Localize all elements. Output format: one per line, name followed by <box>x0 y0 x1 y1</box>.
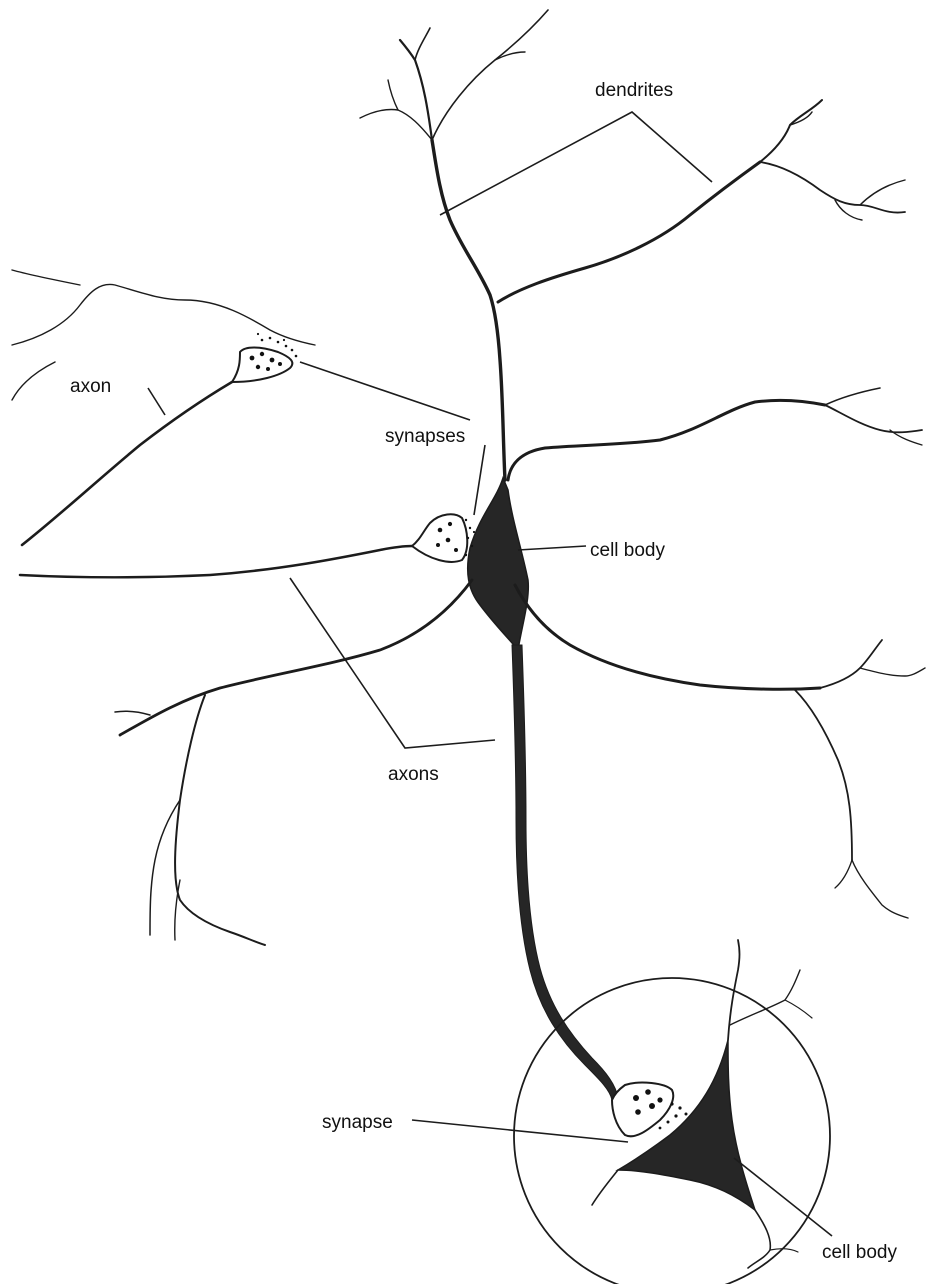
inset-magnified-synapse <box>514 940 830 1284</box>
dendrite-branch <box>860 180 905 205</box>
dendrite-branch <box>175 695 265 945</box>
inset-dendrite <box>730 970 800 1025</box>
dendrite-branch <box>825 405 922 432</box>
dendrite-right-lower <box>515 585 820 689</box>
dendrite-branch <box>415 28 430 60</box>
dendrite-branch <box>820 640 882 688</box>
dendrite-branch <box>852 860 908 918</box>
dendrite-branch <box>432 10 548 140</box>
inset-dendrite <box>785 1000 812 1018</box>
axon-line <box>22 382 232 545</box>
axon-line <box>20 546 412 577</box>
dendrite-branch <box>860 668 925 676</box>
inset-dendrite <box>748 1210 770 1268</box>
dendrite-left-lower <box>120 580 472 735</box>
leader-synapse <box>412 1120 628 1142</box>
label-synapse: synapse <box>322 1112 393 1133</box>
main-neuron <box>115 10 925 1100</box>
leader-dendrites <box>440 112 712 215</box>
inset-dendrite <box>770 1249 798 1252</box>
synaptic-bouton-middle <box>412 514 467 562</box>
label-axons: axons <box>388 764 439 785</box>
dendrite-branch <box>835 860 852 888</box>
dendrite-branch <box>760 162 905 213</box>
label-cell-body-main: cell body <box>590 540 665 561</box>
dendrite-right-mid <box>508 400 825 480</box>
main-axon <box>512 645 618 1100</box>
dendrite-branch <box>795 690 852 860</box>
axon-fiber <box>12 270 80 285</box>
axon-fiber <box>12 284 315 345</box>
inset-dendrite <box>592 1170 618 1205</box>
leader-cell-body-main <box>518 546 586 550</box>
leader-axons <box>290 578 495 748</box>
label-dendrites: dendrites <box>595 80 673 101</box>
leader-axon <box>148 388 165 415</box>
dendrite-branch <box>760 100 822 162</box>
dendrite-branch <box>825 388 880 405</box>
label-cell-body-inset: cell body <box>822 1242 897 1263</box>
middle-axon-terminal <box>20 514 475 577</box>
label-axon: axon <box>70 376 111 397</box>
leader-synapses-upper <box>300 362 470 420</box>
label-synapses: synapses <box>385 426 465 447</box>
leader-lines <box>148 112 832 1236</box>
inset-synaptic-bouton <box>612 1083 673 1137</box>
axon-fiber <box>12 362 55 400</box>
main-cell-body <box>468 478 529 650</box>
labels: dendrites axon synapses cell body axons … <box>70 80 897 1263</box>
dendrite-right-upper <box>498 162 760 302</box>
inset-circle <box>514 978 830 1284</box>
leader-synapses-lower <box>474 445 485 515</box>
dendrite-branch <box>388 80 398 110</box>
upper-left-axon-terminal <box>12 270 315 545</box>
dendrite-branch <box>115 711 150 715</box>
dendrite-branch <box>360 109 432 140</box>
